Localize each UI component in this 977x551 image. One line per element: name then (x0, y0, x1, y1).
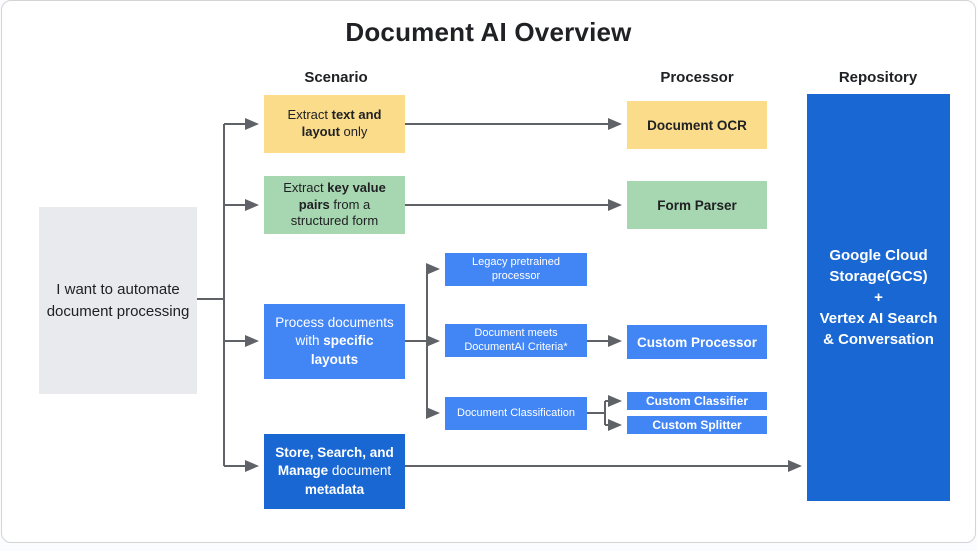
repository-line-vertex: Vertex AI Search & Conversation (819, 310, 938, 348)
node-extract-text-layout: Extract text and layout only (264, 95, 405, 153)
node-form-parser: Form Parser (627, 181, 767, 229)
node-start-intent-label: I want to automate document processing (46, 280, 190, 320)
node-document-meets-criteria: Document meets DocumentAI Criteria* (445, 324, 587, 357)
repository-line-storage: Google Cloud Storage(GCS) (829, 247, 928, 285)
node-custom-processor-label: Custom Processor (636, 334, 758, 350)
node-legacy-pretrained-processor: Legacy pretrained processor (445, 253, 587, 286)
node-legacy-pretrained-processor-label: Legacy pretrained processor (471, 255, 561, 282)
node-form-parser-label: Form Parser (657, 197, 737, 213)
node-store-search-manage-label: Store, Search, and Manage document metad… (275, 445, 394, 497)
node-custom-processor: Custom Processor (627, 325, 767, 359)
node-document-classification-label: Document Classification (457, 406, 575, 419)
node-custom-splitter-label: Custom Splitter (652, 418, 742, 432)
node-start-intent: I want to automate document processing (39, 207, 197, 394)
node-document-ocr-label: Document OCR (647, 117, 747, 133)
repository-line-plus: + (874, 289, 883, 306)
column-header-processor: Processor (660, 69, 734, 86)
node-extract-text-layout-label: Extract text and layout only (287, 107, 382, 139)
node-extract-key-value: Extract key value pairs from a structure… (264, 176, 405, 234)
node-document-meets-criteria-label: Document meets DocumentAI Criteria* (464, 326, 568, 353)
node-extract-key-value-label: Extract key value pairs from a structure… (283, 179, 386, 229)
page-title: Document AI Overview (345, 17, 632, 47)
node-process-specific-layouts: Process documents with specific layouts (264, 304, 405, 379)
node-custom-classifier-label: Custom Classifier (645, 394, 749, 408)
node-repository-gcs-vertex: Google Cloud Storage(GCS) + Vertex AI Se… (807, 94, 950, 501)
column-header-scenario: Scenario (304, 69, 368, 86)
node-document-classification: Document Classification (445, 397, 587, 430)
node-custom-splitter: Custom Splitter (627, 416, 767, 434)
node-store-search-manage: Store, Search, and Manage document metad… (264, 434, 405, 509)
node-custom-classifier: Custom Classifier (627, 392, 767, 410)
column-header-repository: Repository (838, 69, 918, 86)
node-process-specific-layouts-label: Process documents with specific layouts (275, 315, 394, 367)
node-document-ocr: Document OCR (627, 101, 767, 149)
